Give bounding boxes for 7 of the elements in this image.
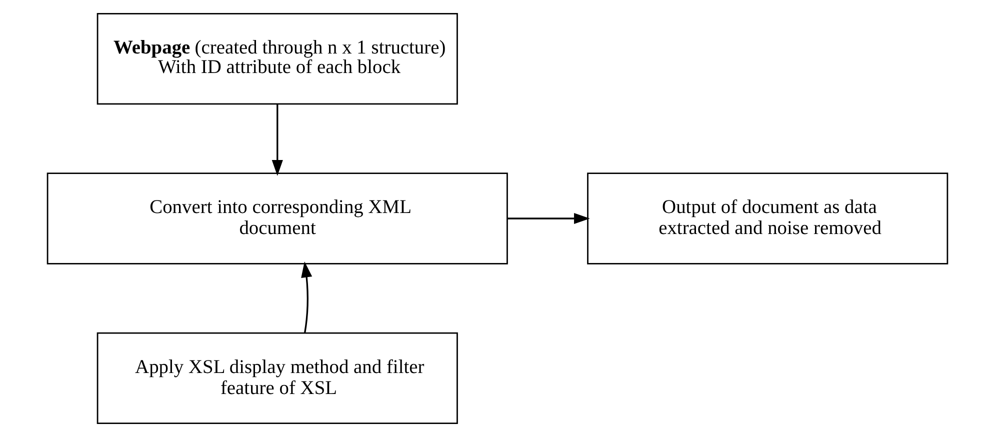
arrow [508,212,590,224]
node-box: Webpage (created through n x 1 structure) With ID attribute of each block [96,12,458,105]
arrow [272,104,283,176]
node-box: Apply XSL display method and filter feature of XSL [96,332,458,424]
node-box: Output of document as data extracted and noise removed [587,172,948,264]
arrow [301,262,312,334]
node-box: Convert into corresponding XML document [46,172,508,264]
